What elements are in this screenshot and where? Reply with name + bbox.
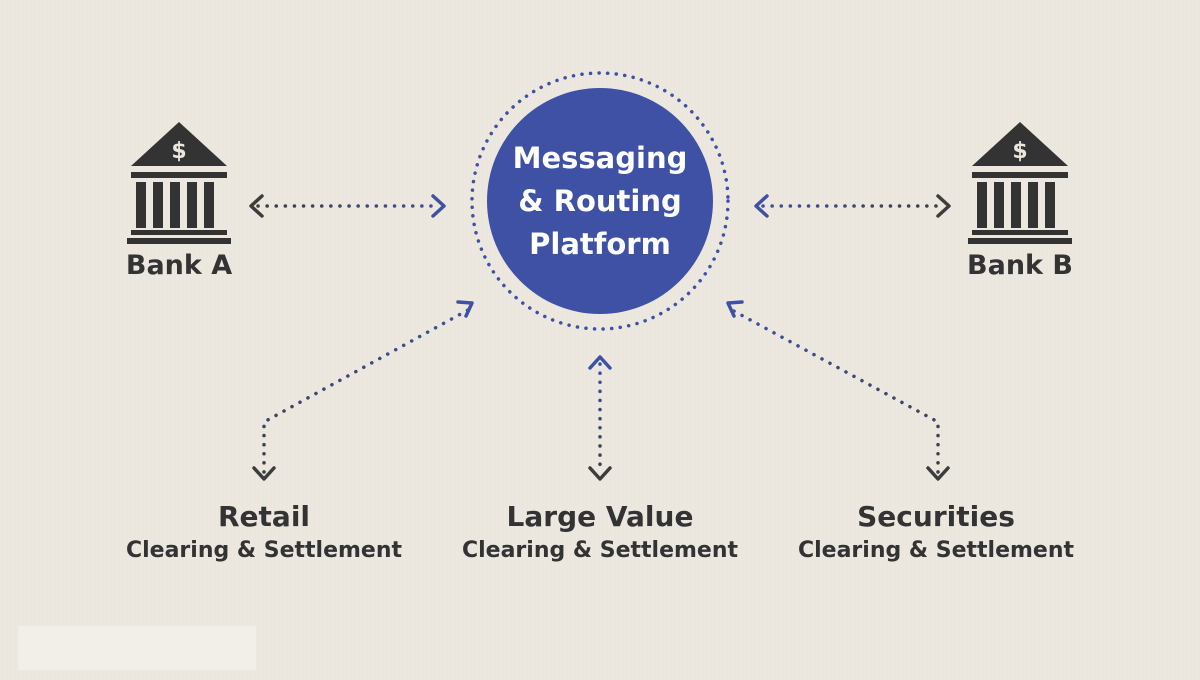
bank-b-label: Bank B [967, 250, 1073, 281]
retail-subtitle: Clearing & Settlement [125, 538, 403, 563]
dollar-sign-icon: $ [171, 139, 186, 164]
large-value-subtitle: Clearing & Settlement [461, 538, 739, 563]
securities-clearing-node: Securities Clearing & Settlement [776, 498, 1096, 566]
hub-label-line-2: & Routing [518, 183, 682, 218]
hub-label-line-1: Messaging [512, 140, 688, 175]
retail-clearing-node: Retail Clearing & Settlement [104, 498, 424, 566]
messaging-routing-hub: Messaging & Routing Platform [487, 88, 713, 314]
bank-icon: $ [968, 122, 1072, 244]
connector-bank-a [249, 194, 446, 218]
large-value-clearing-node: Large Value Clearing & Settlement [440, 498, 760, 566]
connector-retail [252, 300, 474, 481]
connector-securities [726, 300, 950, 481]
bank-icon: $ [127, 122, 231, 244]
large-value-title: Large Value [506, 500, 694, 533]
retail-title: Retail [217, 500, 311, 533]
bank-b-node: $ Bank B [940, 120, 1100, 281]
hub-label-line-3: Platform [529, 226, 671, 261]
securities-subtitle: Clearing & Settlement [797, 538, 1075, 563]
dollar-sign-icon: $ [1012, 139, 1027, 164]
connector-bank-b [754, 194, 951, 218]
corner-highlight [18, 626, 256, 670]
connector-large-value [588, 355, 612, 481]
securities-title: Securities [857, 500, 1015, 533]
bank-a-node: $ Bank A [99, 120, 259, 281]
hub-dotted-ring [470, 71, 730, 331]
bank-a-label: Bank A [125, 250, 233, 281]
